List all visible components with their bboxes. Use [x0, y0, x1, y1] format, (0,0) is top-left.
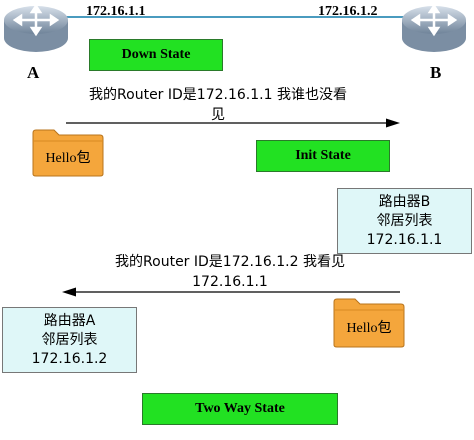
two-way-state-box: Two Way State [142, 393, 338, 425]
table-b-entry: 172.16.1.1 [366, 231, 443, 248]
folder-icon [333, 298, 405, 348]
table-b-subtitle: 邻居列表 [376, 212, 433, 229]
router-a-icon [4, 3, 68, 52]
router-b-label: B [430, 63, 442, 82]
router-a-ip: 172.16.1.1 [86, 4, 146, 19]
router-link [60, 16, 410, 18]
table-a-title: 路由器A [43, 312, 96, 329]
hello-packet-a: Hello包 [32, 129, 104, 177]
down-state-box: Down State [89, 39, 223, 71]
hello-packet-b-label: Hello包 [346, 321, 392, 336]
table-a-subtitle: 邻居列表 [41, 331, 98, 348]
hello-a-line2: 见 [211, 107, 225, 123]
hello-b-line1: 我的Router ID是172.16.1.2 我看见 [115, 254, 345, 270]
hello-b-message: 我的Router ID是172.16.1.2 我看见 172.16.1.1 [80, 252, 380, 292]
hello-b-arrow [62, 287, 400, 297]
hello-packet-a-label: Hello包 [45, 151, 91, 166]
hello-a-line1: 我的Router ID是172.16.1.1 我谁也没看 [89, 87, 347, 103]
hello-b-line2: 172.16.1.1 [192, 274, 268, 290]
hello-a-arrow [66, 118, 400, 128]
router-b-neighbor-table: 路由器B 邻居列表 172.16.1.1 [337, 188, 472, 254]
router-b-icon [402, 3, 466, 52]
folder-icon [32, 129, 104, 177]
watermark: 知乎 @花自飘零水自流 [345, 415, 469, 429]
router-b-ip: 172.16.1.2 [318, 4, 378, 19]
table-b-title: 路由器B [378, 193, 431, 210]
router-a-label: A [27, 63, 40, 82]
hello-a-message: 我的Router ID是172.16.1.1 我谁也没看 见 [68, 85, 368, 125]
init-state-box: Init State [256, 140, 390, 172]
hello-packet-b: Hello包 [333, 298, 405, 348]
table-a-entry: 172.16.1.2 [31, 350, 108, 367]
router-a-neighbor-table: 路由器A 邻居列表 172.16.1.2 [2, 307, 137, 373]
